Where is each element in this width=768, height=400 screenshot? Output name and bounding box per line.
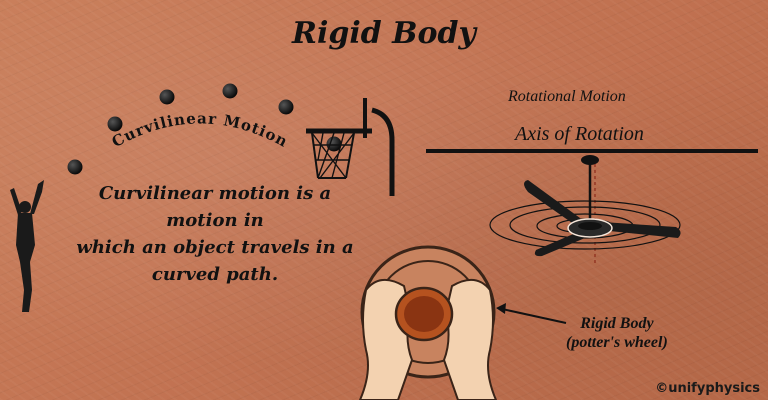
basketball	[222, 83, 238, 99]
copyright-notice: ©unifyphysics	[655, 381, 760, 396]
fan-blade	[534, 232, 585, 257]
description-line: Curvilinear motion is a	[98, 183, 332, 204]
basketball	[107, 116, 123, 132]
basketball	[67, 159, 83, 175]
potters-wheel-sublabel: (potter's wheel)	[566, 334, 668, 351]
basketball-trajectory	[67, 83, 342, 175]
potters-wheel-label: Rigid Body (potter's wheel)	[566, 314, 668, 352]
curvilinear-description: Curvilinear motion is a motion in which …	[60, 180, 370, 288]
basketball-hoop	[306, 98, 395, 196]
ceiling-fan	[489, 155, 681, 266]
rotation-lines	[489, 200, 681, 250]
curvilinear-motion-arc-label: Curvilinear Motion	[109, 109, 291, 151]
basketball	[326, 136, 342, 152]
description-line: which an object travels in a	[76, 237, 354, 258]
pointer-arrow	[496, 303, 567, 324]
basketball	[159, 89, 175, 105]
rigid-body-label: Rigid Body	[580, 315, 654, 332]
fan-blade	[524, 180, 580, 225]
potters-wheel	[358, 245, 498, 400]
fan-blade	[600, 222, 681, 238]
rotational-motion-heading: Rotational Motion	[508, 88, 626, 105]
axis-of-rotation-label: Axis of Rotation	[515, 123, 644, 145]
page-title: Rigid Body	[292, 16, 476, 51]
basketball-player-silhouette	[10, 180, 44, 312]
description-line: curved path.	[151, 264, 279, 285]
description-line: motion in	[166, 210, 264, 231]
potter-hand-right	[442, 279, 498, 400]
basketball	[278, 99, 294, 115]
